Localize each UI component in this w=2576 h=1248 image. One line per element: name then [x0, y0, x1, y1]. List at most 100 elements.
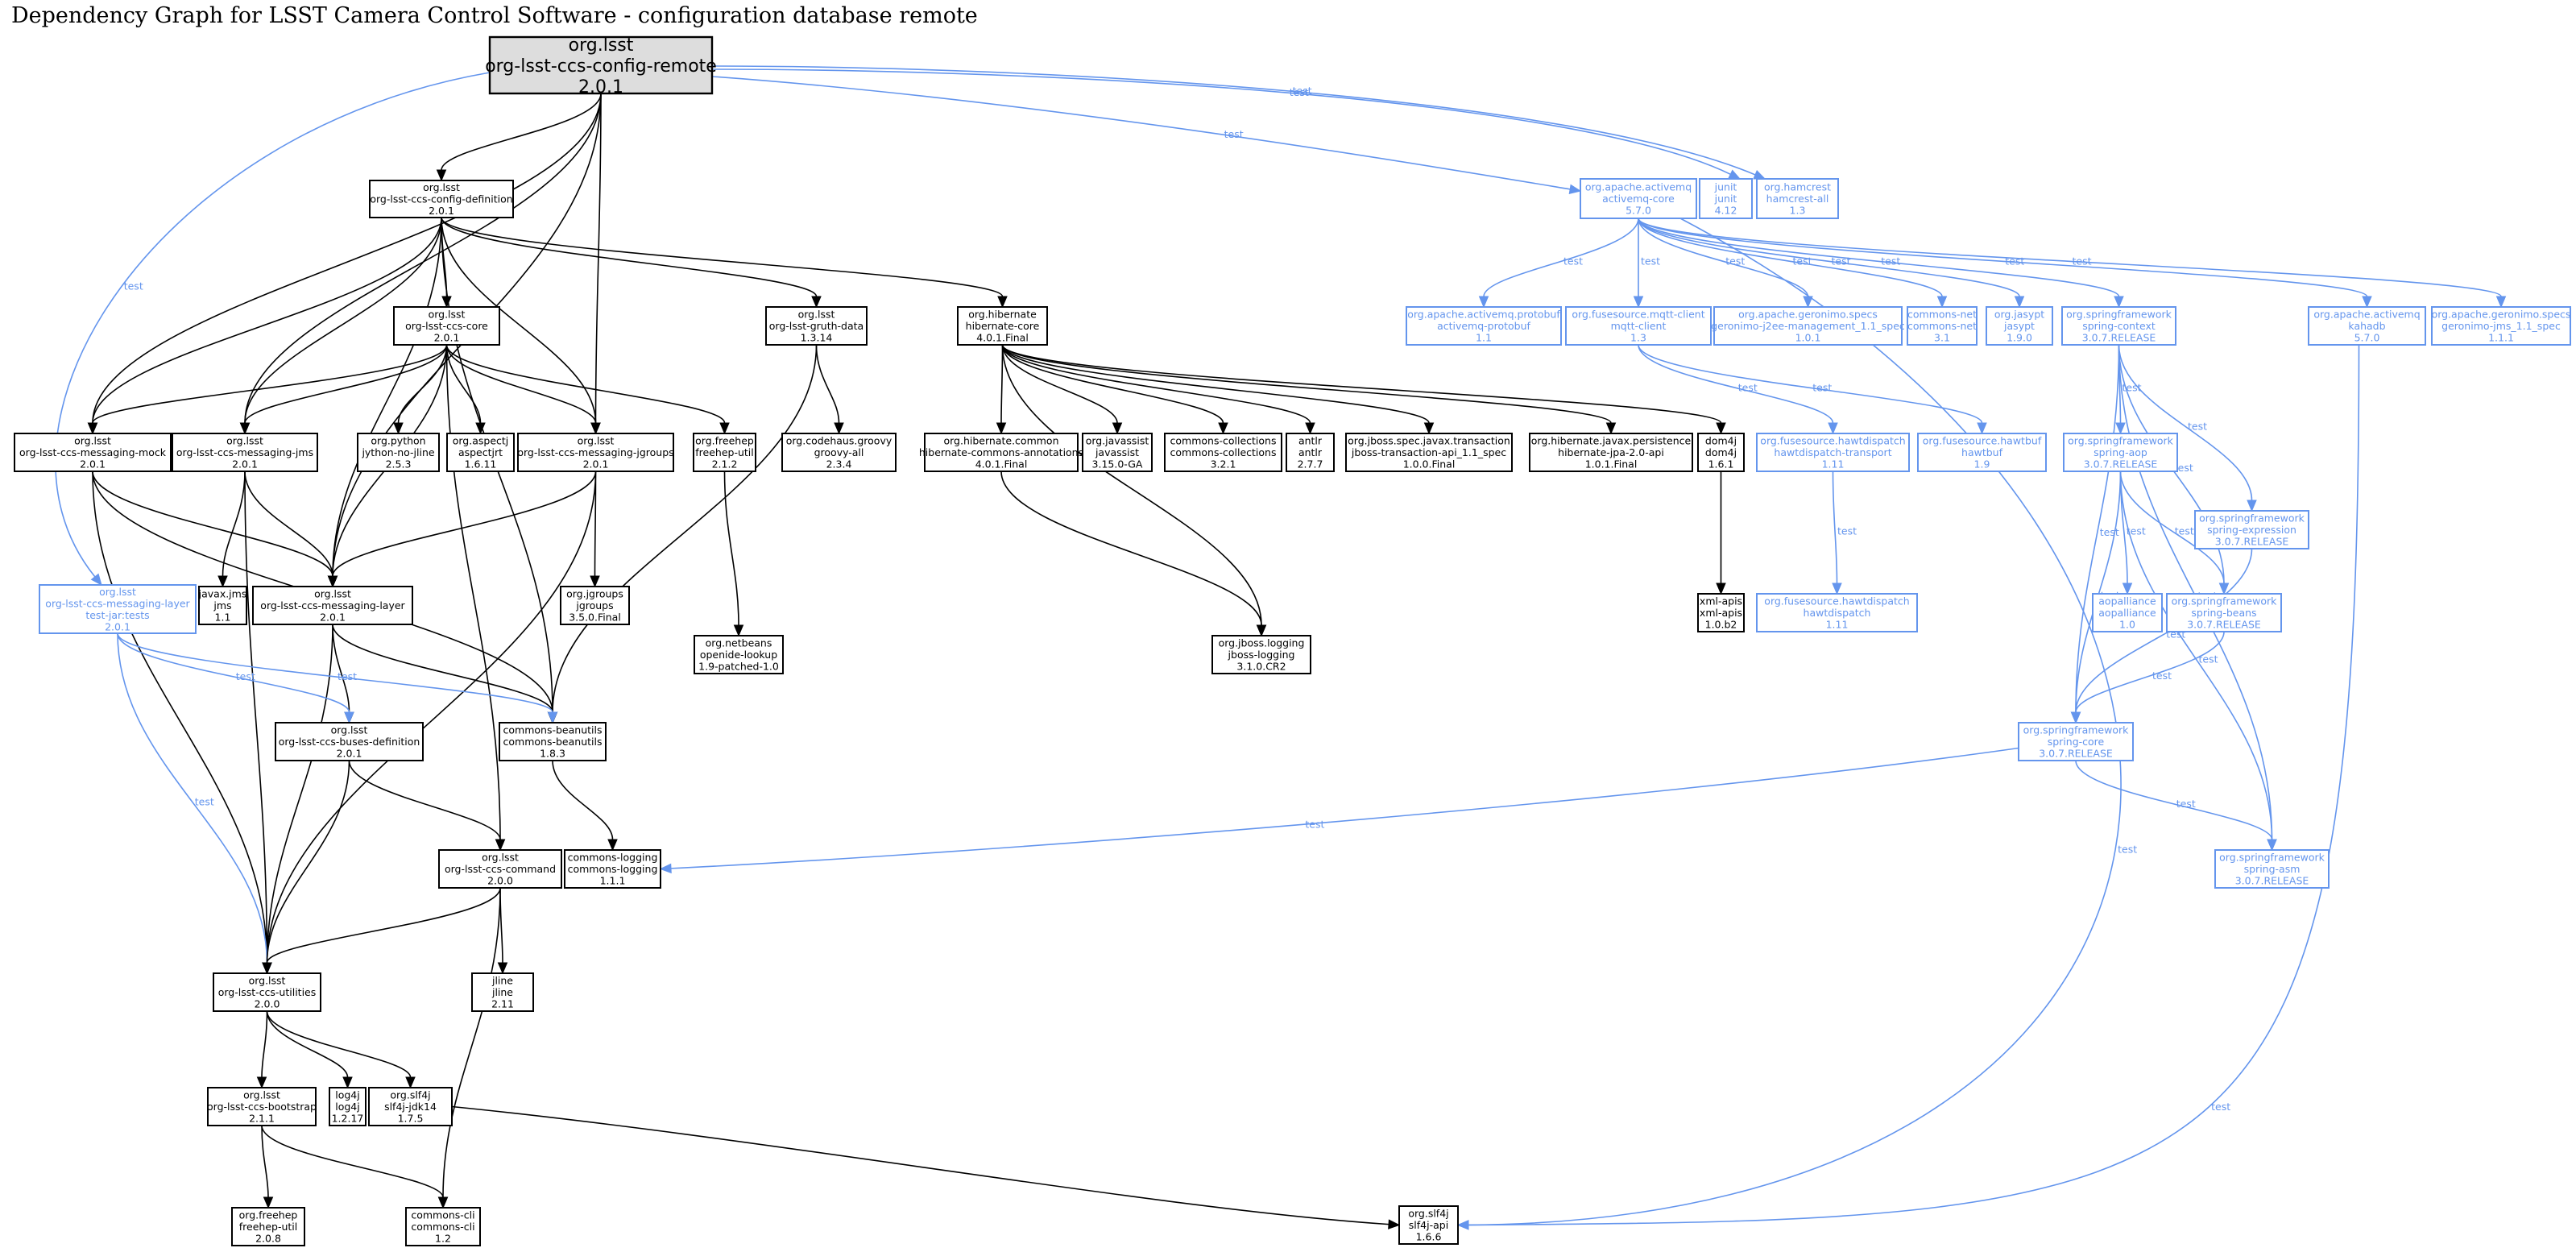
node-config-definition[interactable]: org.lsstorg-lsst-ccs-config-definition2.…	[369, 180, 514, 218]
arrowhead-icon	[1218, 422, 1228, 435]
edge-config-definition-to-hibernate-core	[441, 217, 1008, 309]
edge-label-test: test	[2127, 524, 2146, 537]
arrowhead-icon	[2218, 583, 2230, 595]
edge-line	[723, 471, 739, 626]
node-version: 1.9	[1974, 458, 1990, 471]
node-group: org.springframework	[2066, 309, 2172, 321]
node-artifact: dom4j	[1705, 446, 1737, 458]
edge-line	[2075, 760, 2273, 840]
node-spring-core[interactable]: org.springframeworkspring-core3.0.7.RELE…	[2018, 722, 2134, 761]
node-artifact: spring-asm	[2244, 863, 2301, 875]
node-spring-context[interactable]: org.springframeworkspring-context3.0.7.R…	[2061, 306, 2176, 346]
node-spring-asm[interactable]: org.springframeworkspring-asm3.0.7.RELEA…	[2214, 849, 2330, 889]
edge-ccs-core-to-messaging-jgroups	[445, 344, 601, 435]
node-hawtdispatch[interactable]: org.fusesource.hawtdispatchhawtdispatch1…	[1756, 593, 1918, 632]
node-spring-aop[interactable]: org.springframeworkspring-aop3.0.7.RELEA…	[2063, 433, 2178, 472]
node-version: 1.6.11	[465, 458, 497, 471]
arrowhead-icon	[1112, 422, 1123, 435]
edge-line	[1001, 344, 1722, 424]
edge-hibernate-core-to-jboss-transaction	[1001, 344, 1435, 435]
node-jboss-transaction[interactable]: org.jboss.spec.javax.transactionjboss-tr…	[1345, 433, 1513, 472]
node-messaging-layer[interactable]: org.lsstorg-lsst-ccs-messaging-layer2.0.…	[252, 586, 413, 625]
edge-hibernate-core-to-javassist	[1001, 344, 1123, 435]
node-spring-expression[interactable]: org.springframeworkspring-expression3.0.…	[2194, 510, 2309, 549]
node-messaging-layer-tests[interactable]: org.lsstorg-lsst-ccs-messaging-layertest…	[39, 584, 197, 634]
edge-messaging-jms-to-javax-jms	[217, 471, 246, 588]
edge-line	[1832, 471, 1838, 584]
edge-label-test: test	[2176, 798, 2196, 810]
edge-line	[261, 1125, 269, 1198]
node-messaging-jgroups[interactable]: org.lsstorg-lsst-ccs-messaging-jgroups2.…	[517, 433, 674, 472]
node-hawtdispatch-transport[interactable]: org.fusesource.hawtdispatchhawtdispatch-…	[1756, 433, 1910, 472]
node-box	[446, 433, 515, 472]
edge-line	[2119, 471, 2225, 584]
node-spring-beans[interactable]: org.springframeworkspring-beans3.0.7.REL…	[2166, 593, 2282, 632]
node-geronimo-jms[interactable]: org.apache.geronimo.specsgeronimo-jms_1.…	[2431, 306, 2571, 346]
node-hibernate-jpa[interactable]: org.hibernate.javax.persistencehibernate…	[1529, 433, 1693, 472]
edge-spring-beans-to-spring-core: test	[2070, 631, 2225, 724]
node-hibernate-commons[interactable]: org.hibernate.commonhibernate-commons-an…	[919, 433, 1083, 472]
edge-messaging-layer-tests-to-commons-beanutils: test	[117, 632, 558, 724]
node-commons-collections[interactable]: commons-collectionscommons-collections3.…	[1164, 433, 1282, 472]
edge-line	[451, 1105, 1389, 1225]
node-version: 2.0.1	[578, 77, 623, 97]
node-version: 2.0.1	[80, 458, 106, 471]
node-box	[2308, 306, 2426, 346]
edge-buses-definition-to-ccs-command	[348, 760, 506, 852]
node-openide-lookup[interactable]: org.netbeansopenide-lookup1.9-patched-1.…	[694, 635, 784, 674]
node-version: 2.3.4	[826, 458, 852, 471]
node-activemq-protobuf[interactable]: org.apache.activemq.protobufactivemq-pro…	[1406, 306, 1562, 346]
edge-gruth-data-to-groovy	[815, 344, 844, 435]
arrowhead-icon	[811, 296, 822, 309]
edge-root-to-messaging-mock	[87, 93, 602, 435]
node-buses-definition[interactable]: org.lsstorg-lsst-ccs-buses-definition2.0…	[275, 722, 424, 761]
node-artifact: org-lsst-gruth-data	[769, 320, 863, 332]
node-group: org.fusesource.hawtdispatch	[1764, 595, 1909, 607]
node-geronimo-j2ee[interactable]: org.apache.geronimo.specsgeronimo-j2ee-m…	[1711, 306, 1905, 346]
node-version: 3.15.0-GA	[1092, 458, 1143, 471]
edge-line	[441, 217, 818, 297]
arrowhead-icon	[436, 169, 447, 182]
node-artifact: log4j	[335, 1101, 359, 1113]
node-box	[252, 586, 413, 625]
node-artifact: jgroups	[575, 599, 613, 612]
